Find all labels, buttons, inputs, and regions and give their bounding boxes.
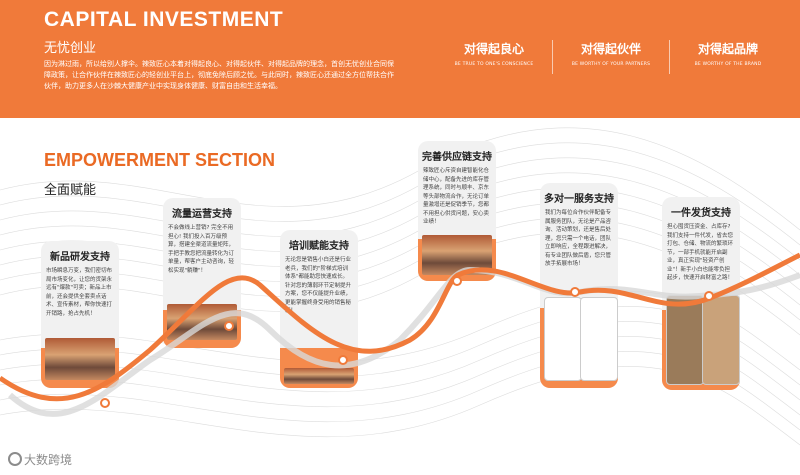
timeline-dot	[452, 276, 462, 286]
card-service: 多对一服务支持 我们为每位合作伙伴配备专属服务团队，无论是产品咨询、活动策划，还…	[540, 183, 618, 388]
header-description: 因为淋过雨，所以给别人撑伞。辣致匠心本着对得起良心、对得起伙伴、对得起品牌的理念…	[44, 60, 394, 90]
value-en: BE WORTHY OF YOUR PARTNERS	[571, 62, 651, 67]
header-subtitle: 无忧创业	[44, 41, 97, 56]
card-title: 培训赋能支持	[289, 241, 349, 252]
card-photo	[284, 368, 354, 384]
value-brand: 对得起品牌 BE WORTHY OF THE BRAND	[669, 40, 786, 74]
value-conscience: 对得起良心 BE TRUE TO ONE'S CONSCIENCE	[436, 40, 552, 74]
card-photo	[45, 338, 115, 380]
value-partners: 对得起伙伴 BE WORTHY OF YOUR PARTNERS	[552, 40, 669, 74]
header-title: CAPITAL INVESTMENT	[44, 8, 284, 31]
card-title: 多对一服务支持	[544, 194, 614, 205]
card-title: 一件发货支持	[671, 208, 731, 219]
phone-screenshot-right	[580, 297, 618, 381]
section-title: EMPOWERMENT SECTION	[44, 150, 276, 170]
card-description: 市场瞬息万变，我们密切布局市场变化，让您的货架永远有"爆款"可卖；新品上市前，还…	[46, 268, 113, 317]
value-cn: 对得起品牌	[697, 42, 758, 56]
phone-screenshot-left	[666, 295, 704, 385]
card-description: 担心囤货压资金、占库存? 我们支持一件代发，省去您打包、仓储、物流的繁琐环节，一…	[667, 224, 734, 281]
watermark-text: 大数跨境	[24, 453, 73, 467]
values-row: 对得起良心 BE TRUE TO ONE'S CONSCIENCE 对得起伙伴 …	[436, 40, 786, 74]
card-description: 我们为每位合作伙伴配备专属服务团队，无论是产品咨询、活动策划，还是售后处理，您只…	[545, 210, 612, 267]
card-title: 完善供应链支持	[422, 152, 492, 163]
timeline-dot	[224, 321, 234, 331]
header-band: CAPITAL INVESTMENT 无忧创业 因为淋过雨，所以给别人撑伞。辣致…	[0, 0, 800, 118]
card-title: 流量运营支持	[172, 209, 232, 220]
card-supply-chain: 完善供应链支持 辣致匠心斥资自建智能化仓储中心，配备先进的库存管理系统，同时与顺…	[418, 141, 496, 281]
section-subtitle: 全面赋能	[44, 183, 97, 198]
value-cn: 对得起良心	[463, 42, 524, 56]
timeline-dot	[570, 287, 580, 297]
watermark-logo-icon	[8, 452, 22, 466]
card-title: 新品研发支持	[50, 252, 110, 263]
watermark: 大数跨境	[8, 451, 72, 468]
timeline-dot	[338, 355, 348, 365]
card-description: 辣致匠心斥资自建智能化仓储中心，配备先进的库存管理系统，同时与顺丰、京东等头部物…	[423, 168, 490, 225]
value-en: BE TRUE TO ONE'S CONSCIENCE	[454, 62, 534, 67]
card-description: 不会做线上营销? 完全不用担心! 我们投入百万级预算，搭建全渠道流量矩阵，手把手…	[168, 225, 235, 274]
value-cn: 对得起伙伴	[580, 42, 641, 56]
timeline-dot	[704, 291, 714, 301]
card-new-product: 新品研发支持 市场瞬息万变，我们密切布局市场变化，让您的货架永远有"爆款"可卖；…	[41, 241, 119, 388]
value-en: BE WORTHY OF THE BRAND	[694, 62, 762, 67]
timeline-dot	[100, 398, 110, 408]
